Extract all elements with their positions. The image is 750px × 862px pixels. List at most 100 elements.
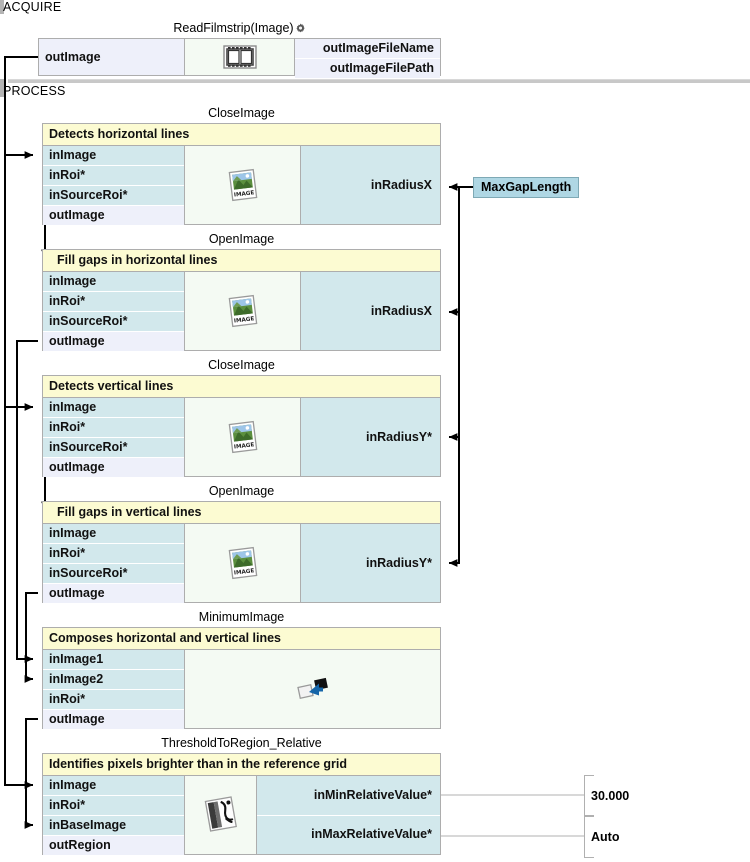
port-in-roi[interactable]: inRoi* [43,796,184,816]
compose-icon [296,672,330,706]
port-in-image-2[interactable]: inImage2 [43,670,184,690]
block-body-close-image-vertical: Detects vertical lines inImage inRoi* in… [42,375,441,477]
port-in-min-relative-value[interactable]: inMinRelativeValue* [257,776,440,816]
block-icon-cell: IMAGE [185,524,300,602]
block-title-threshold-to-region-relative: ThresholdToRegion_Relative [161,736,322,750]
global-param-max-gap-length[interactable]: MaxGapLength [473,177,580,198]
wire-maxgaplength-bus [448,186,473,567]
port-in-source-roi[interactable]: inSourceRoi* [43,312,184,332]
image-icon: IMAGE [226,292,260,330]
port-in-roi[interactable]: inRoi* [43,166,184,186]
port-in-radius-x[interactable]: inRadiusX [301,146,440,224]
block-read-filmstrip[interactable]: ReadFilmstrip(Image) outImage [38,21,441,78]
wire-openimage2-to-minimumimage-in2 [24,592,38,683]
svg-text:IMAGE: IMAGE [233,568,254,576]
port-in-image[interactable]: inImage [43,776,184,796]
wire-openimage1-to-minimumimage-in1 [16,340,38,663]
port-in-image[interactable]: inImage [43,272,184,292]
left-port-column: outImage [39,39,185,75]
port-in-roi[interactable]: inRoi* [43,544,184,564]
block-open-image-horizontal[interactable]: OpenImage Fill gaps in horizontal lines … [42,232,441,351]
port-in-source-roi[interactable]: inSourceRoi* [43,438,184,458]
block-title-read-filmstrip: ReadFilmstrip(Image) [38,21,441,36]
block-title-close-image-vertical: CloseImage [208,358,275,372]
port-in-roi[interactable]: inRoi* [43,418,184,438]
block-close-image-vertical[interactable]: CloseImage Detects vertical lines inImag… [42,358,441,477]
section-tick-acquire [0,0,4,14]
port-in-image[interactable]: inImage [43,524,184,544]
block-title-minimum-image: MinimumImage [198,610,285,624]
block-comment-open-image-horizontal: Fill gaps in horizontal lines [43,250,440,272]
wire-readfilmstrip-to-closeimage2 [4,155,34,411]
filmstrip-icon [222,44,257,70]
port-out-image[interactable]: outImage [43,458,184,477]
block-open-image-vertical[interactable]: OpenImage Fill gaps in vertical lines in… [42,484,441,603]
literal-bracket-max-relative-value [584,815,594,858]
literal-max-relative-value[interactable]: Auto [591,830,620,844]
left-port-column: inImage inRoi* inSourceRoi* outImage [43,398,185,477]
port-in-image[interactable]: inImage [43,398,184,418]
block-comment-close-image-vertical: Detects vertical lines [43,376,440,398]
port-in-image-1[interactable]: inImage1 [43,650,184,670]
block-body-open-image-horizontal: Fill gaps in horizontal lines inImage in… [42,249,441,351]
block-columns: inImage inRoi* inSourceRoi* outImage [43,524,440,603]
port-in-image[interactable]: inImage [43,146,184,166]
param-port-column: inRadiusY* [300,524,440,602]
section-tick-process [0,79,4,97]
port-out-region[interactable]: outRegion [43,836,184,855]
block-columns: inImage inRoi* inSourceRoi* outImage [43,272,440,351]
block-title-open-image-vertical: OpenImage [208,484,275,498]
literal-bracket-min-relative-value [584,775,594,817]
left-port-column: inImage1 inImage2 inRoi* outImage [43,650,185,729]
image-icon: IMAGE [226,418,260,456]
block-title-text: ReadFilmstrip(Image) [173,21,294,35]
port-in-source-roi[interactable]: inSourceRoi* [43,186,184,206]
block-threshold-to-region-relative[interactable]: ThresholdToRegion_Relative Identifies pi… [42,736,441,855]
port-in-roi[interactable]: inRoi* [43,292,184,312]
block-comment-minimum-image: Composes horizontal and vertical lines [43,628,440,650]
port-in-source-roi[interactable]: inSourceRoi* [43,564,184,584]
block-body-threshold-to-region-relative: Identifies pixels brighter than in the r… [42,753,441,855]
wire-minimumimage-to-threshold-inbaseimage [24,718,38,829]
block-icon-cell [185,650,440,728]
svg-text:IMAGE: IMAGE [233,190,254,198]
param-port-column: inRadiusX [300,272,440,350]
block-body-close-image-horizontal: Detects horizontal lines inImage inRoi* … [42,123,441,225]
port-out-image-file-name[interactable]: outImageFileName [295,39,440,59]
block-icon-cell: IMAGE [185,272,300,350]
left-port-column: inImage inRoi* inSourceRoi* outImage [43,524,185,603]
block-title-close-image-horizontal: CloseImage [208,106,275,120]
svg-text:IMAGE: IMAGE [233,442,254,450]
port-in-radius-x[interactable]: inRadiusX [301,272,440,350]
param-port-column: inRadiusX [300,146,440,224]
port-in-roi[interactable]: inRoi* [43,690,184,710]
gear-icon[interactable] [295,23,306,34]
block-icon-cell [185,776,256,854]
port-in-radius-y[interactable]: inRadiusY* [301,524,440,602]
block-columns: inImage inRoi* inSourceRoi* outImage [43,398,440,477]
svg-text:IMAGE: IMAGE [233,316,254,324]
block-minimum-image[interactable]: MinimumImage Composes horizontal and ver… [42,610,441,729]
section-label-acquire: ACQUIRE [3,0,62,14]
port-out-image[interactable]: outImage [43,584,184,603]
port-out-image[interactable]: outImage [39,39,184,75]
port-out-image-file-path[interactable]: outImageFilePath [295,59,440,78]
block-close-image-horizontal[interactable]: CloseImage Detects horizontal lines inIm… [42,106,441,225]
block-icon-cell [185,39,294,75]
port-in-max-relative-value[interactable]: inMaxRelativeValue* [257,815,440,854]
param-port-column: inRadiusY* [300,398,440,476]
port-out-image[interactable]: outImage [43,332,184,351]
port-in-radius-y[interactable]: inRadiusY* [301,398,440,476]
block-body-open-image-vertical: Fill gaps in vertical lines inImage inRo… [42,501,441,603]
wire-readfilmstrip-to-closeimage1 [4,56,38,159]
left-port-column: inImage inRoi* inSourceRoi* outImage [43,272,185,351]
port-out-image[interactable]: outImage [43,206,184,225]
threshold-icon [203,795,239,835]
literal-min-relative-value[interactable]: 30.000 [591,789,630,803]
block-comment-threshold-to-region-relative: Identifies pixels brighter than in the r… [43,754,440,776]
left-port-column: inImage inRoi* inSourceRoi* outImage [43,146,185,225]
port-out-image[interactable]: outImage [43,710,184,729]
port-in-base-image[interactable]: inBaseImage [43,816,184,836]
wire-readfilmstrip-to-threshold-inimage [4,407,34,789]
